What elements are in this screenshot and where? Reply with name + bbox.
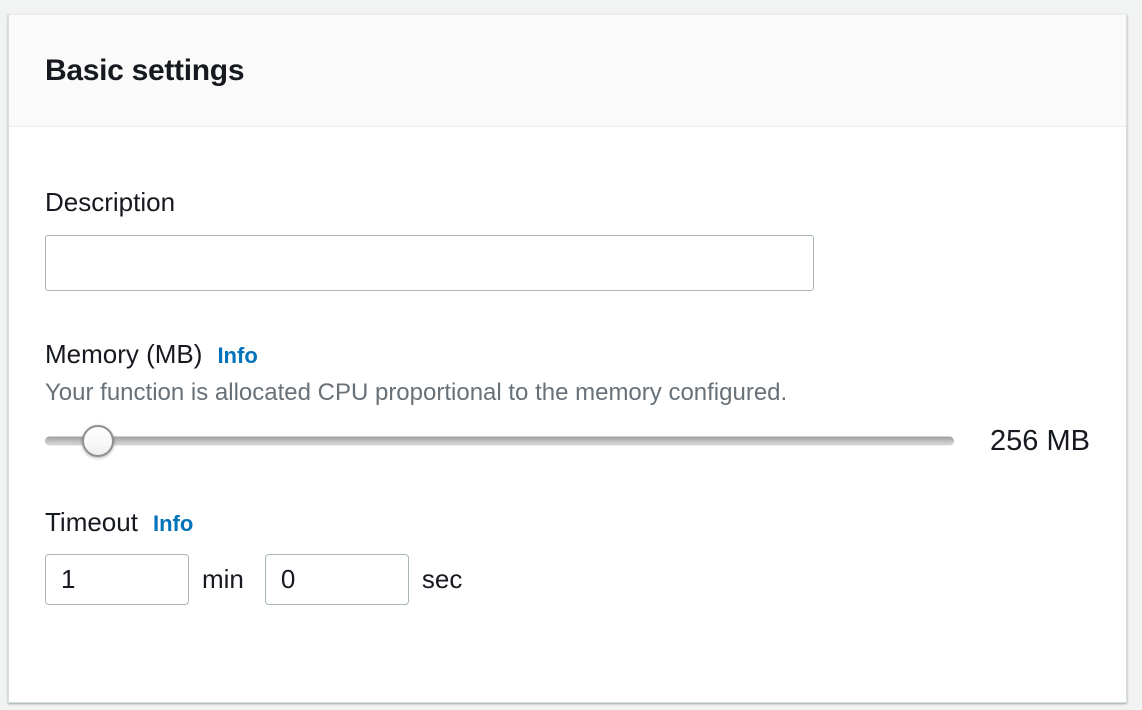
description-input[interactable]	[45, 235, 814, 291]
basic-settings-panel: Basic settings Description Memory (MB) I…	[8, 14, 1127, 703]
timeout-seconds-input[interactable]	[264, 554, 409, 605]
description-section: Description	[45, 187, 1090, 291]
memory-helper-text: Your function is allocated CPU proportio…	[45, 379, 788, 406]
timeout-info-link[interactable]: Info	[152, 511, 194, 536]
memory-slider-track[interactable]	[45, 436, 954, 446]
timeout-seconds-unit-label: sec	[421, 564, 463, 594]
memory-slider[interactable]	[45, 424, 954, 458]
memory-section: Memory (MB) Info Your function is alloca…	[45, 339, 1090, 458]
description-label: Description	[45, 187, 176, 217]
timeout-minutes-input[interactable]	[45, 554, 189, 605]
panel-title: Basic settings	[45, 53, 245, 87]
timeout-section: Timeout Info min sec	[45, 507, 1090, 605]
memory-value: 256 MB	[990, 424, 1090, 457]
timeout-minutes-unit-label: min	[202, 564, 244, 594]
timeout-label: Timeout	[45, 507, 138, 537]
panel-header: Basic settings	[9, 15, 1126, 127]
memory-slider-thumb[interactable]	[81, 425, 114, 457]
panel-body: Description Memory (MB) Info Your functi…	[9, 187, 1126, 605]
memory-info-link[interactable]: Info	[217, 343, 258, 368]
memory-label: Memory (MB)	[45, 339, 203, 369]
